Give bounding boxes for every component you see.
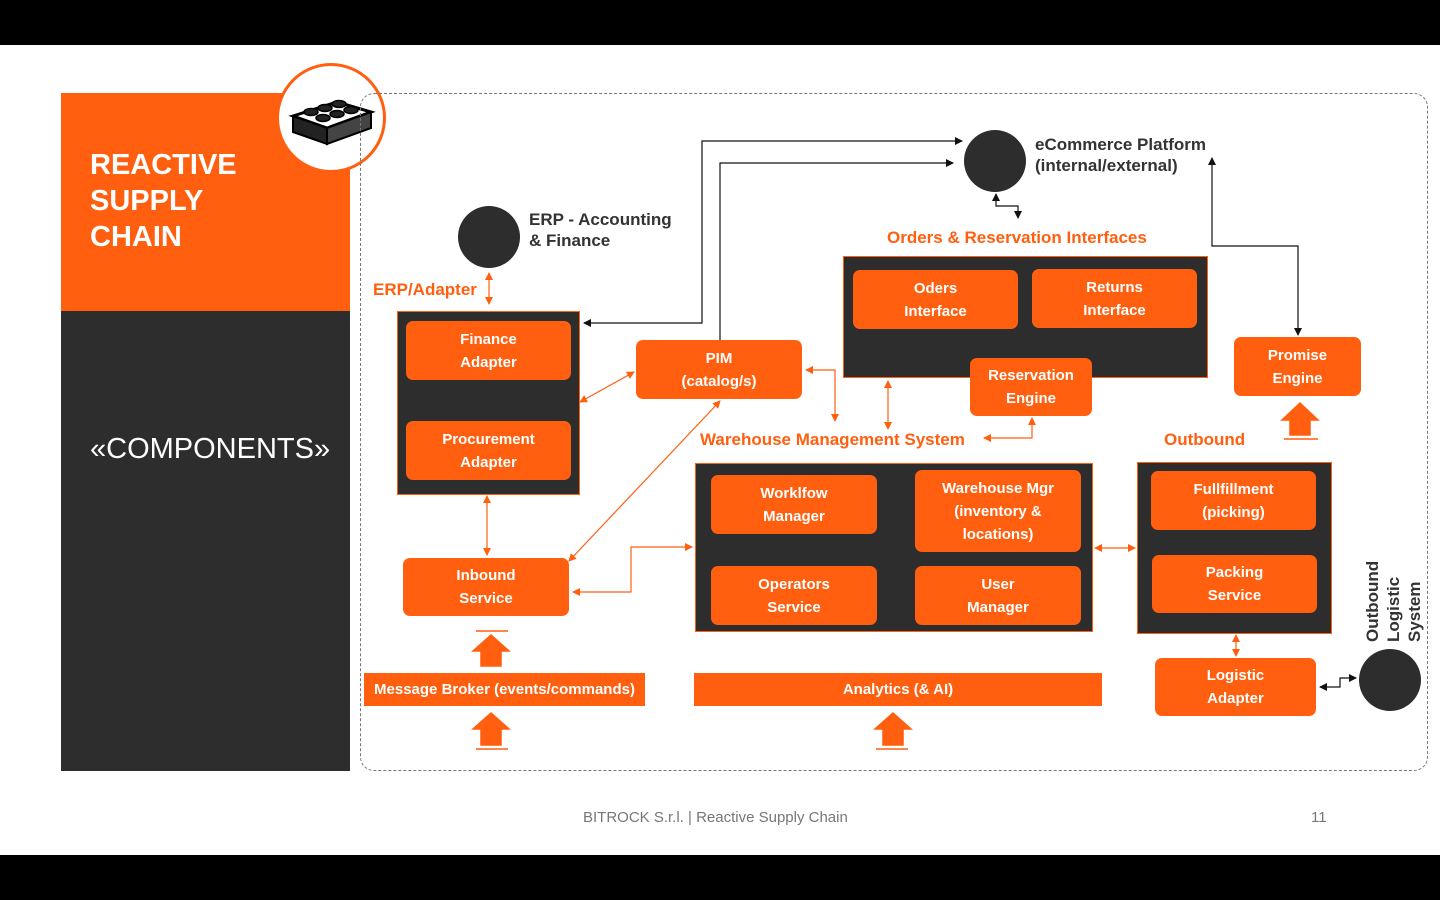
input-arrows: [471, 401, 1320, 750]
finance-adapter-box: Finance Adapter: [406, 321, 571, 380]
packing-service-box: Packing Service: [1152, 555, 1317, 613]
workflow-manager-box: Worklfow Manager: [711, 475, 877, 534]
outbound-logistic-label: Outbound Logistic System: [1363, 560, 1424, 642]
outbound-logistic-node: [1359, 649, 1421, 711]
slide: REACTIVE SUPPLY CHAIN «COMPONENTS»: [0, 45, 1440, 855]
connection-wires: [471, 137, 1357, 750]
orders-interfaces-label: Orders & Reservation Interfaces: [887, 228, 1147, 247]
subtitle-panel: [61, 311, 350, 771]
lego-brick-icon: [276, 63, 386, 173]
fulfillment-box: Fullfillment (picking): [1151, 471, 1316, 530]
pim-box: PIM (catalog/s): [636, 340, 802, 399]
procurement-adapter-box: Procurement Adapter: [406, 421, 571, 480]
footer-text: BITROCK S.r.l. | Reactive Supply Chain: [583, 809, 848, 826]
operators-service-box: Operators Service: [711, 566, 877, 625]
erp-adapter-label: ERP/Adapter: [373, 280, 477, 299]
reservation-engine-box: Reservation Engine: [970, 358, 1092, 416]
wms-label: Warehouse Management System: [700, 430, 965, 449]
logistic-adapter-box: Logistic Adapter: [1155, 658, 1316, 716]
page-number: 11: [1311, 809, 1327, 826]
analytics-bar: Analytics (& AI): [694, 673, 1102, 706]
inbound-service-box: Inbound Service: [403, 558, 569, 616]
orders-interface-box: Oders Interface: [853, 270, 1018, 329]
outbound-label: Outbound: [1164, 430, 1246, 449]
ecommerce-node: [964, 130, 1026, 192]
slide-subtitle: «COMPONENTS»: [90, 433, 331, 465]
slide-title: REACTIVE SUPPLY CHAIN: [90, 149, 237, 253]
erp-system-label: ERP - Accounting & Finance: [529, 210, 672, 250]
message-broker-bar: Message Broker (events/commands): [364, 673, 645, 706]
returns-interface-box: Returns Interface: [1032, 269, 1197, 328]
ecommerce-label: eCommerce Platform (internal/external): [1035, 135, 1207, 175]
warehouse-mgr-box: Warehouse Mgr (inventory & locations): [915, 470, 1081, 552]
user-manager-box: User Manager: [915, 566, 1081, 625]
erp-system-node: [458, 206, 520, 268]
diagram-frame: [360, 93, 1428, 771]
promise-engine-box: Promise Engine: [1234, 337, 1361, 396]
